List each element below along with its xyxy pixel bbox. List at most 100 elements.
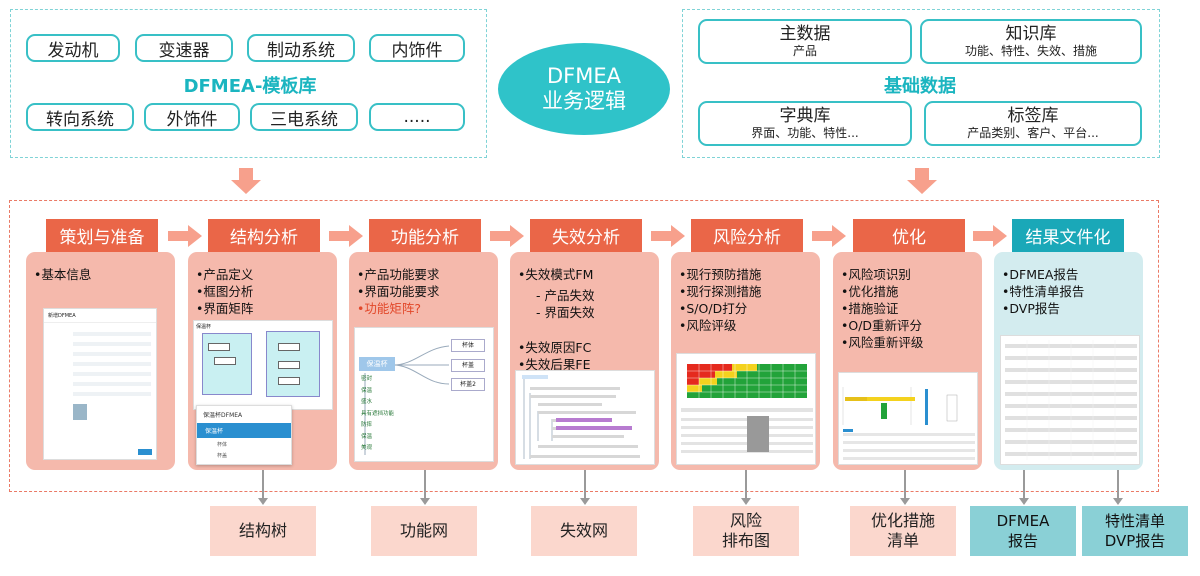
stage-text-planning: •基本信息: [34, 266, 91, 283]
stage-line: •界面矩阵: [196, 301, 254, 316]
template-item-exterior[interactable]: 外饰件: [144, 103, 240, 131]
down-arrow-left: [231, 168, 261, 194]
template-item-interior[interactable]: 内饰件: [369, 34, 465, 62]
output-line: 特性清单: [1104, 512, 1165, 530]
stage-line: •风险评级: [679, 318, 737, 333]
stage-text-structure: •产品定义 •框图分析 •界面矩阵: [196, 266, 253, 317]
base-data-knowledge[interactable]: 知识库 功能、特性、失效、措施: [920, 19, 1142, 64]
stage-line: •基本信息: [34, 267, 92, 282]
stage-line: •O/D重新评分: [841, 318, 923, 333]
right-arrow-3: [490, 225, 524, 247]
right-arrow-4: [651, 225, 685, 247]
template-item-engine[interactable]: 发动机: [26, 34, 120, 62]
stage-line: •现行预防措施: [679, 267, 762, 282]
right-arrow-1: [168, 225, 202, 247]
output-dfmea-report[interactable]: DFMEA 报告: [970, 506, 1076, 556]
output-line: 失效网: [559, 521, 608, 540]
thumb-structure-tree: 保温杯DFMEA 保温杯 杯体 杯盖: [196, 405, 292, 465]
stage-head-planning[interactable]: 策划与准备: [46, 219, 158, 252]
output-structure-tree[interactable]: 结构树: [210, 506, 316, 556]
function-net-root: 保温杯: [359, 357, 395, 371]
stage-line: •产品定义: [196, 267, 254, 282]
risk-matrix-graphic: [681, 358, 813, 453]
output-char-dvp-report[interactable]: 特性清单 DVP报告: [1082, 506, 1188, 556]
template-item-more[interactable]: .....: [369, 103, 465, 131]
ellipse-line1: DFMEA: [546, 64, 621, 88]
stage-head-optimize[interactable]: 优化: [853, 219, 965, 252]
stage-line: •S/O/D打分: [679, 301, 748, 316]
output-connectors: [258, 470, 1123, 505]
stage-line: •优化措施: [841, 284, 899, 299]
thumb-tree-title: 保温杯DFMEA: [203, 412, 243, 419]
stage-text-function: •产品功能要求 •界面功能要求 •功能矩阵?: [357, 266, 439, 317]
template-item-brake-system[interactable]: 制动系统: [247, 34, 355, 62]
stage-line: •措施验证: [841, 301, 899, 316]
right-arrow-6: [973, 225, 1007, 247]
stage-line: •风险项识别: [841, 267, 911, 282]
report-table-graphic: [1005, 340, 1137, 460]
base-data-master-title: 主数据: [779, 24, 831, 44]
stage-line: •DVP报告: [1002, 301, 1060, 316]
thumb-tree-child: 杯盖: [217, 453, 228, 459]
base-data-panel: [682, 9, 1160, 158]
output-risk-chart[interactable]: 风险 排布图: [693, 506, 799, 556]
function-net-child: 杯体: [451, 339, 485, 352]
stage-text-failure: •失效模式FM - 产品失效 - 界面失效 •失效原因FC •失效后果FE: [518, 266, 594, 373]
stage-text-optimize: •风险项识别 •优化措施 •措施验证 •O/D重新评分 •风险重新评级: [841, 266, 923, 351]
stage-head-function[interactable]: 功能分析: [369, 219, 481, 252]
base-data-tags-sub: 产品类别、客户、平台...: [967, 126, 1099, 140]
stage-head-failure[interactable]: 失效分析: [530, 219, 642, 252]
stage-line: •失效模式FM: [518, 267, 594, 282]
output-line: 功能网: [399, 521, 448, 540]
failure-net-lines: [522, 375, 640, 459]
thumb-form-header: 新增DFMEA: [44, 309, 156, 323]
output-line: 结构树: [238, 521, 287, 540]
stage-head-risk[interactable]: 风险分析: [691, 219, 803, 252]
output-line: 清单: [886, 531, 919, 550]
template-item-steering[interactable]: 转向系统: [26, 103, 134, 131]
stage-line: •产品功能要求: [357, 267, 440, 282]
function-item: 保温: [361, 387, 373, 394]
stage-line: •失效后果FE: [518, 357, 591, 372]
function-item: 美观: [361, 445, 373, 451]
template-library-title: DFMEA-模板库: [183, 76, 317, 97]
output-failure-net[interactable]: 失效网: [531, 506, 637, 556]
output-optimize-list[interactable]: 优化措施 清单: [850, 506, 956, 556]
function-net-lines: [364, 345, 450, 455]
base-data-dictionary-title: 字典库: [779, 106, 831, 126]
stage-line: •风险重新评级: [841, 335, 924, 350]
base-data-tags[interactable]: 标签库 产品类别、客户、平台...: [924, 101, 1142, 146]
function-item: 防摔: [361, 422, 373, 428]
output-line: 优化措施: [870, 511, 935, 530]
output-line: 排布图: [721, 531, 770, 550]
base-data-dictionary[interactable]: 字典库 界面、功能、特性...: [698, 101, 912, 146]
stage-line: - 产品失效: [536, 288, 595, 303]
function-net-child: 杯盖2: [451, 378, 485, 391]
template-item-transmission[interactable]: 变速器: [135, 34, 233, 62]
stage-line: •框图分析: [196, 284, 254, 299]
thumb-risk-matrix: [676, 353, 816, 465]
base-data-knowledge-title: 知识库: [1005, 24, 1057, 44]
stage-head-structure[interactable]: 结构分析: [208, 219, 320, 252]
stage-line: •现行探测措施: [679, 284, 762, 299]
stage-text-report: •DFMEA报告 •特性清单报告 •DVP报告: [1002, 266, 1084, 317]
stage-line: •DFMEA报告: [1002, 267, 1079, 282]
down-arrow-right: [907, 168, 937, 194]
thumb-structure-label: 保温杯: [196, 324, 212, 330]
stage-head-report[interactable]: 结果文件化: [1012, 219, 1124, 252]
base-data-master-sub: 产品: [792, 44, 817, 58]
thumb-planning-form: 新增DFMEA: [43, 308, 157, 460]
stage-line: - 界面失效: [536, 305, 595, 320]
thumb-structure-diagram: 保温杯: [193, 320, 333, 410]
thumb-report-table: [1000, 335, 1140, 465]
business-logic-ellipse: DFMEA 业务逻辑: [498, 43, 670, 135]
base-data-dictionary-sub: 界面、功能、特性...: [751, 126, 859, 140]
optimize-chart-graphic: [842, 387, 975, 460]
function-item: 密封: [361, 376, 373, 382]
stage-text-risk: •现行预防措施 •现行探测措施 •S/O/D打分 •风险评级: [679, 266, 761, 334]
base-data-master[interactable]: 主数据 产品: [698, 19, 912, 64]
function-net-child: 杯盖: [451, 359, 485, 372]
thumb-function-net: 保温杯 杯体 杯盖 杯盖2 密封 保温 盛水 具有遮挡功能 防摔 保温 美观: [354, 327, 494, 462]
template-item-e-system[interactable]: 三电系统: [250, 103, 358, 131]
output-function-net[interactable]: 功能网: [371, 506, 477, 556]
